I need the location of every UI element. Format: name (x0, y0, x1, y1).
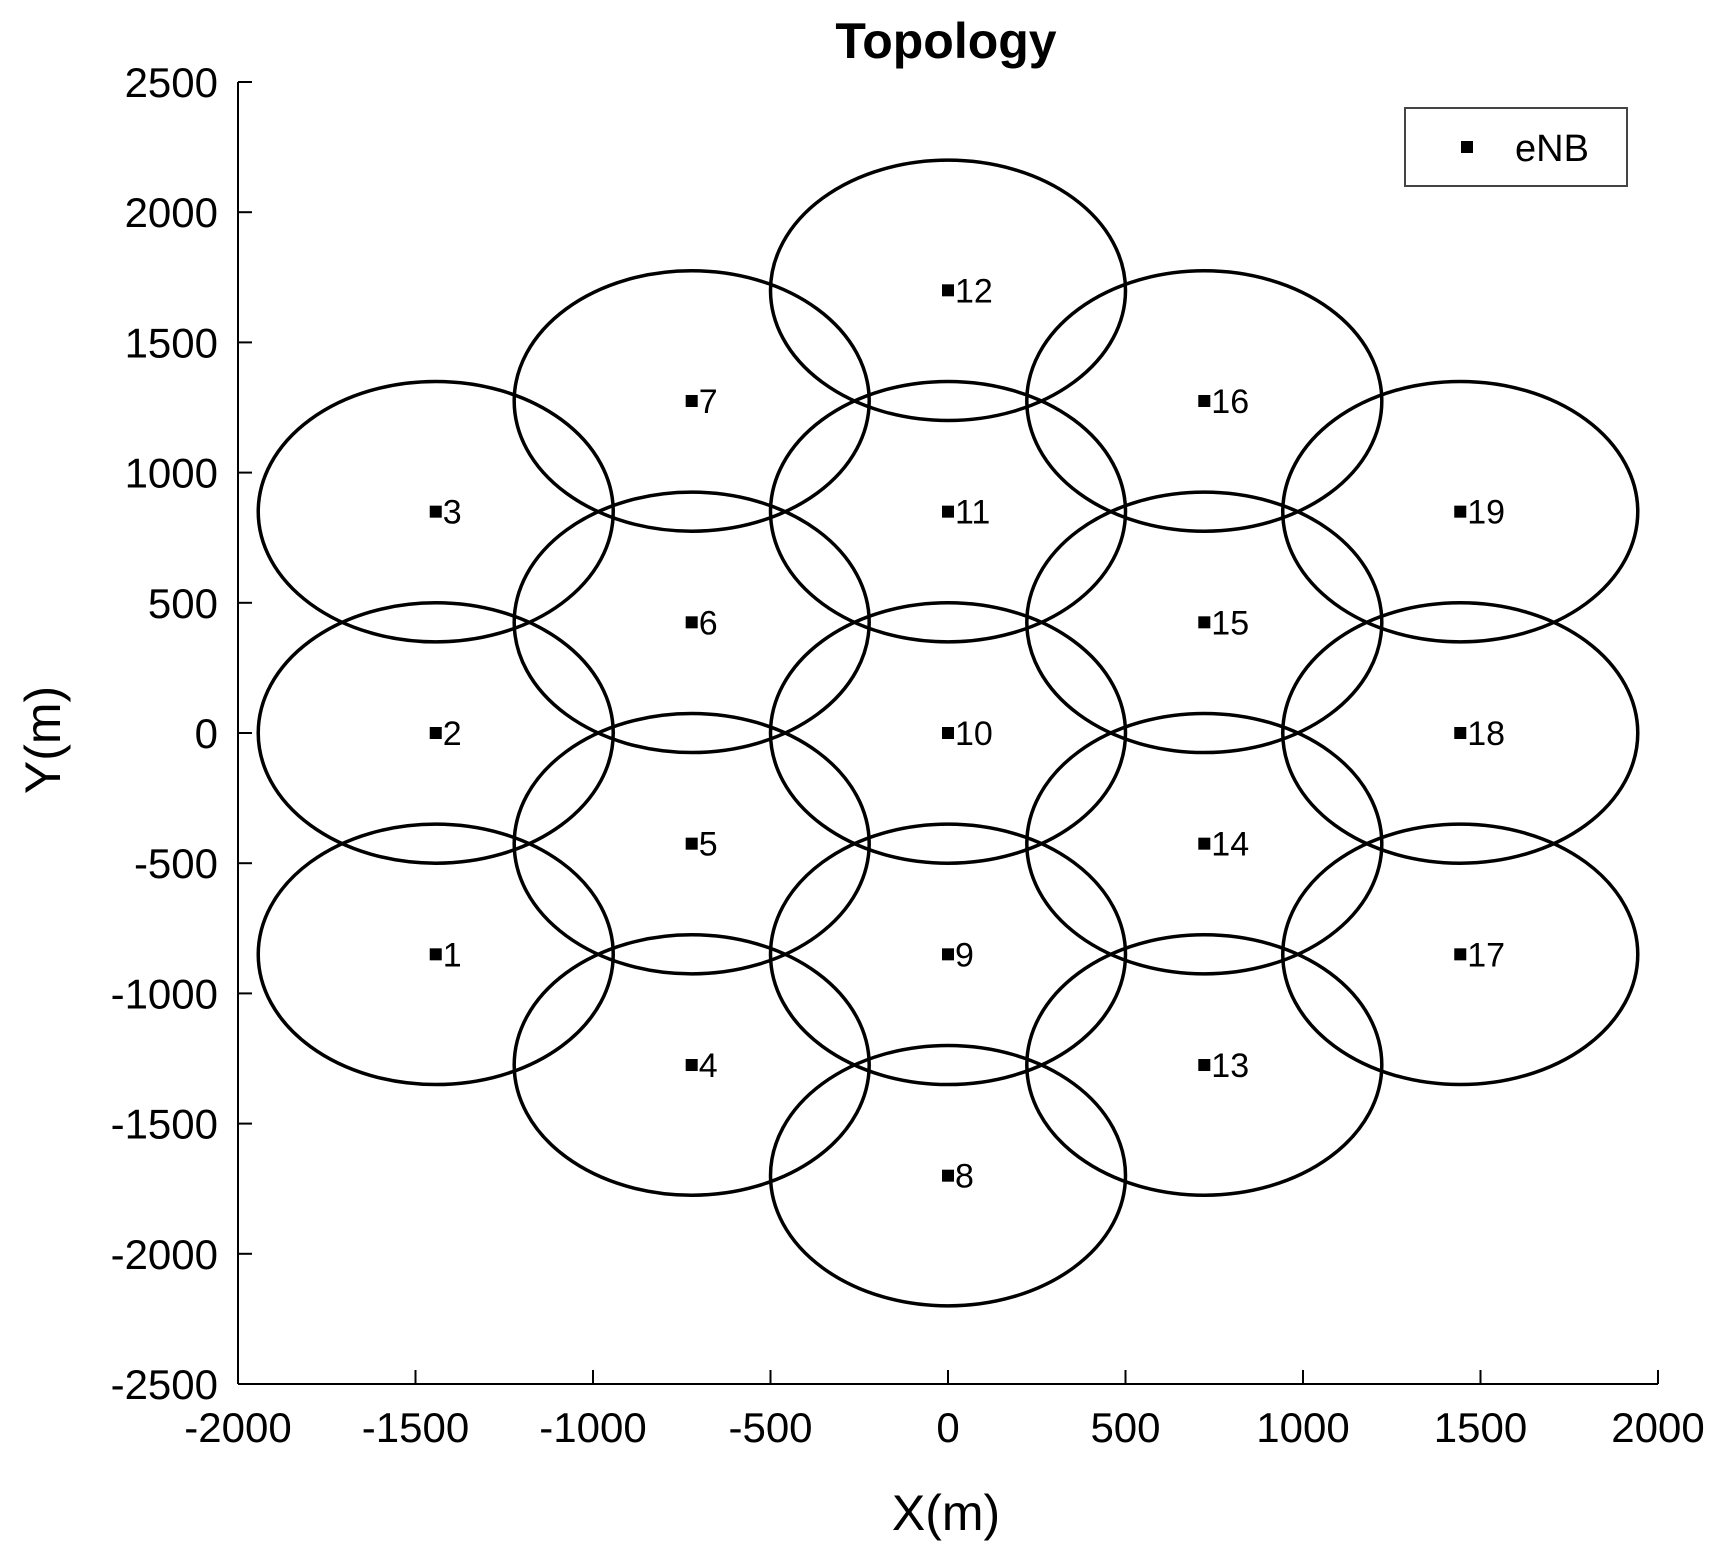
coverage-circle (512, 711, 871, 976)
legend-label: eNB (1515, 128, 1589, 170)
y-tick-label: -500 (134, 840, 218, 887)
coverage-circle (1281, 822, 1640, 1087)
enb-marker (942, 948, 954, 961)
legend: eNB (1404, 107, 1628, 187)
coverage-circle (512, 269, 871, 533)
x-tick-label: 1500 (1434, 1404, 1527, 1451)
coverage-circle (1025, 933, 1384, 1197)
x-tick-label: -2000 (184, 1404, 291, 1451)
x-tick-label: 500 (1090, 1404, 1160, 1451)
y-axis-label: Y(m) (15, 686, 71, 794)
y-tick-label: -2500 (111, 1361, 218, 1408)
y-tick-label: 2000 (125, 189, 218, 236)
coverage-circle (1025, 711, 1384, 976)
enb-label: 14 (1211, 826, 1249, 864)
chart-title: Topology (835, 13, 1056, 69)
enb-label: 4 (699, 1047, 718, 1085)
enb-marker (429, 948, 442, 961)
enb-marker (1454, 505, 1467, 518)
x-tick-label: -500 (728, 1404, 812, 1451)
y-tick-label: 500 (148, 580, 218, 627)
enb-marker (685, 1059, 698, 1072)
enb-marker (942, 1169, 954, 1182)
enb-marker (1198, 616, 1211, 629)
enb-label: 16 (1211, 383, 1249, 421)
y-tick-label: 1500 (125, 319, 218, 366)
enb-label: 17 (1467, 936, 1505, 974)
enb-marker (685, 837, 698, 850)
y-tick-label: -1500 (111, 1101, 218, 1148)
coverage-circle (768, 822, 1128, 1087)
enb-label: 12 (955, 272, 993, 310)
enb-label: 3 (443, 494, 462, 532)
coverage-circle (768, 1043, 1128, 1308)
x-tick-label: 1000 (1256, 1404, 1349, 1451)
coverage-circle (256, 379, 615, 644)
coverage-circle (1281, 379, 1640, 644)
y-tick-label: 2500 (125, 59, 218, 106)
y-tick-label: 0 (195, 710, 218, 757)
enb-label: 18 (1467, 715, 1505, 753)
enb-marker (1198, 1059, 1211, 1072)
x-tick-label: 2000 (1611, 1404, 1704, 1451)
enb-label: 1 (443, 936, 462, 974)
legend-marker (1461, 141, 1473, 153)
enb-marker (685, 616, 698, 629)
coverage-circle (512, 933, 871, 1197)
y-tick-label: 1000 (125, 450, 218, 497)
enb-label: 19 (1467, 494, 1505, 532)
enb-marker (1454, 727, 1467, 739)
enb-marker (429, 727, 442, 739)
enb-marker (429, 505, 442, 518)
enb-label: 11 (955, 494, 990, 532)
coverage-circle (1025, 490, 1384, 755)
enb-label: 9 (955, 936, 974, 974)
coverage-circle (768, 601, 1128, 865)
enb-label: 13 (1211, 1047, 1249, 1085)
coverage-circle (512, 490, 871, 755)
x-tick-label: -1500 (362, 1404, 469, 1451)
enb-marker (1454, 948, 1467, 961)
enb-marker (1198, 837, 1211, 850)
enb-label: 15 (1211, 604, 1249, 642)
enb-marker (942, 284, 954, 297)
coverage-circle (256, 822, 615, 1087)
coverage-circle (768, 158, 1128, 423)
y-tick-label: -1000 (111, 970, 218, 1017)
coverage-circle (1281, 601, 1640, 865)
coverage-circle (256, 601, 615, 865)
enb-marker (685, 394, 698, 407)
legend-box (1404, 107, 1628, 187)
coverage-circle (1025, 269, 1384, 533)
x-tick-label: 0 (936, 1404, 959, 1451)
y-tick-label: -2000 (111, 1231, 218, 1278)
x-axis-label: X(m) (892, 1485, 1000, 1541)
enb-marker (942, 727, 954, 739)
enb-marker (942, 505, 954, 518)
x-tick-label: -1000 (539, 1404, 646, 1451)
enb-label: 7 (699, 383, 718, 421)
enb-label: 10 (955, 715, 993, 753)
enb-marker (1198, 394, 1211, 407)
y-axis-ticks: -2500 -2000 -1500 -1000 -500 0 500 1000 1500 2000… (111, 59, 252, 1408)
enb-label: 8 (955, 1158, 974, 1196)
enb-label: 5 (699, 826, 718, 864)
coverage-circle (768, 379, 1128, 644)
x-axis-ticks: -2000 -1500 -1000 -500 0 500 1000 1500 2000 (184, 1370, 1705, 1451)
enb-label: 2 (443, 715, 462, 753)
enb-label: 6 (699, 604, 718, 642)
